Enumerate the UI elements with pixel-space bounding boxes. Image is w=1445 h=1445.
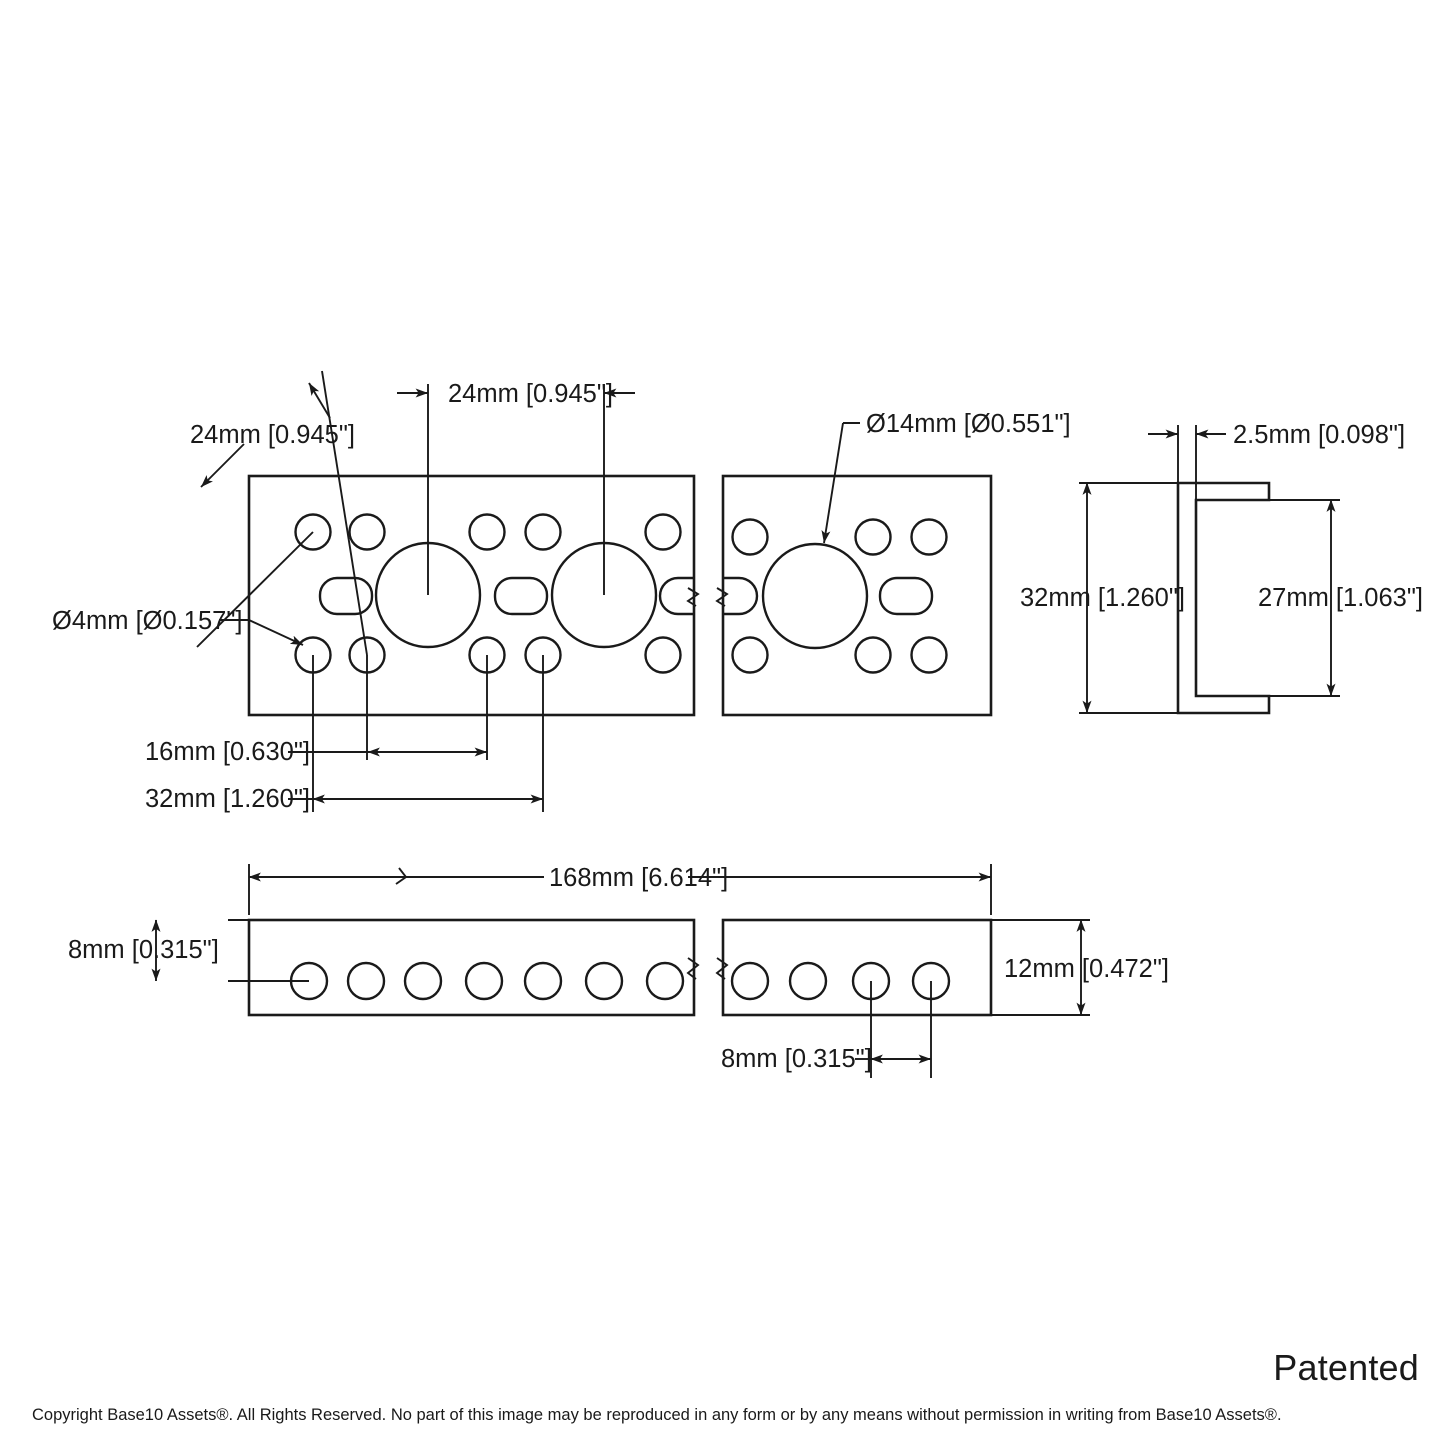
right-plate-hole [910, 636, 948, 674]
right-plate-bore [761, 542, 869, 650]
left-plate-outline [247, 474, 696, 717]
break-symbol-left-strip [686, 957, 700, 980]
dimension-12mm-width [991, 919, 1090, 1016]
dimension-2-5mm [1148, 425, 1226, 500]
break-symbol-left-plate [686, 587, 700, 607]
right-plate-hole [854, 518, 892, 556]
dim-label-top-24mm: 24mm [0.945"] [448, 380, 613, 408]
dim-label-27mm-inner: 27mm [1.063"] [1258, 584, 1423, 612]
right-plate-slot [878, 576, 934, 616]
dim-label-2-5mm: 2.5mm [0.098"] [1233, 421, 1405, 449]
dimension-diagonal-24mm [196, 370, 368, 656]
right-plate-outline [721, 474, 993, 717]
dim-label-32mm-height: 32mm [1.260"] [1020, 584, 1185, 612]
dim-label-32mm-span: 32mm [1.260"] [145, 785, 310, 813]
right-plate-hole [731, 518, 769, 556]
leader-dia-4mm [219, 619, 304, 646]
section-view-c-channel [1176, 481, 1271, 715]
dimension-16mm-32mm [288, 655, 544, 812]
copyright-notice: Copyright Base10 Assets®. All Rights Res… [32, 1406, 1282, 1424]
dim-label-16mm: 16mm [0.630"] [145, 738, 310, 766]
front-view-left-plate [247, 474, 700, 717]
dim-label-8mm-edge: 8mm [0.315"] [68, 936, 219, 964]
dim-label-168mm: 168mm [6.614"] [549, 864, 728, 892]
dim-label-8mm-pitch: 8mm [0.315"] [721, 1045, 872, 1073]
right-plate-edge-slot [723, 576, 759, 616]
dimension-8mm-edge [151, 919, 309, 982]
side-view-left-strip [247, 918, 700, 1017]
dimension-168mm [248, 864, 992, 915]
dimension-32mm-height [1079, 482, 1178, 714]
dimension-8mm-pitch [855, 981, 932, 1078]
patented-label: Patented [1273, 1347, 1419, 1388]
side-view-right-strip [715, 918, 993, 1017]
left-plate-hole-row-top [294, 513, 682, 551]
right-plate-hole [854, 636, 892, 674]
dim-label-dia-14mm: Ø14mm [Ø0.551"] [866, 410, 1071, 438]
break-symbol-right-strip [715, 957, 729, 980]
dim-label-dia-4mm: Ø4mm [Ø0.157"] [52, 607, 242, 635]
right-plate-hole [731, 636, 769, 674]
dimension-27mm-inner [1269, 499, 1340, 697]
dimension-top-24mm [397, 384, 635, 595]
right-plate-hole [910, 518, 948, 556]
front-view-right-plate [715, 474, 993, 717]
dim-label-12mm-width: 12mm [0.472"] [1004, 955, 1169, 983]
left-plate-slot-row [318, 576, 549, 616]
leader-dia-14mm [821, 422, 860, 544]
dim-label-diag-24mm: 24mm [0.945"] [190, 421, 355, 449]
c-channel-profile [1176, 481, 1271, 715]
break-symbol-right-plate [715, 587, 729, 607]
left-plate-edge-slot [658, 576, 694, 616]
